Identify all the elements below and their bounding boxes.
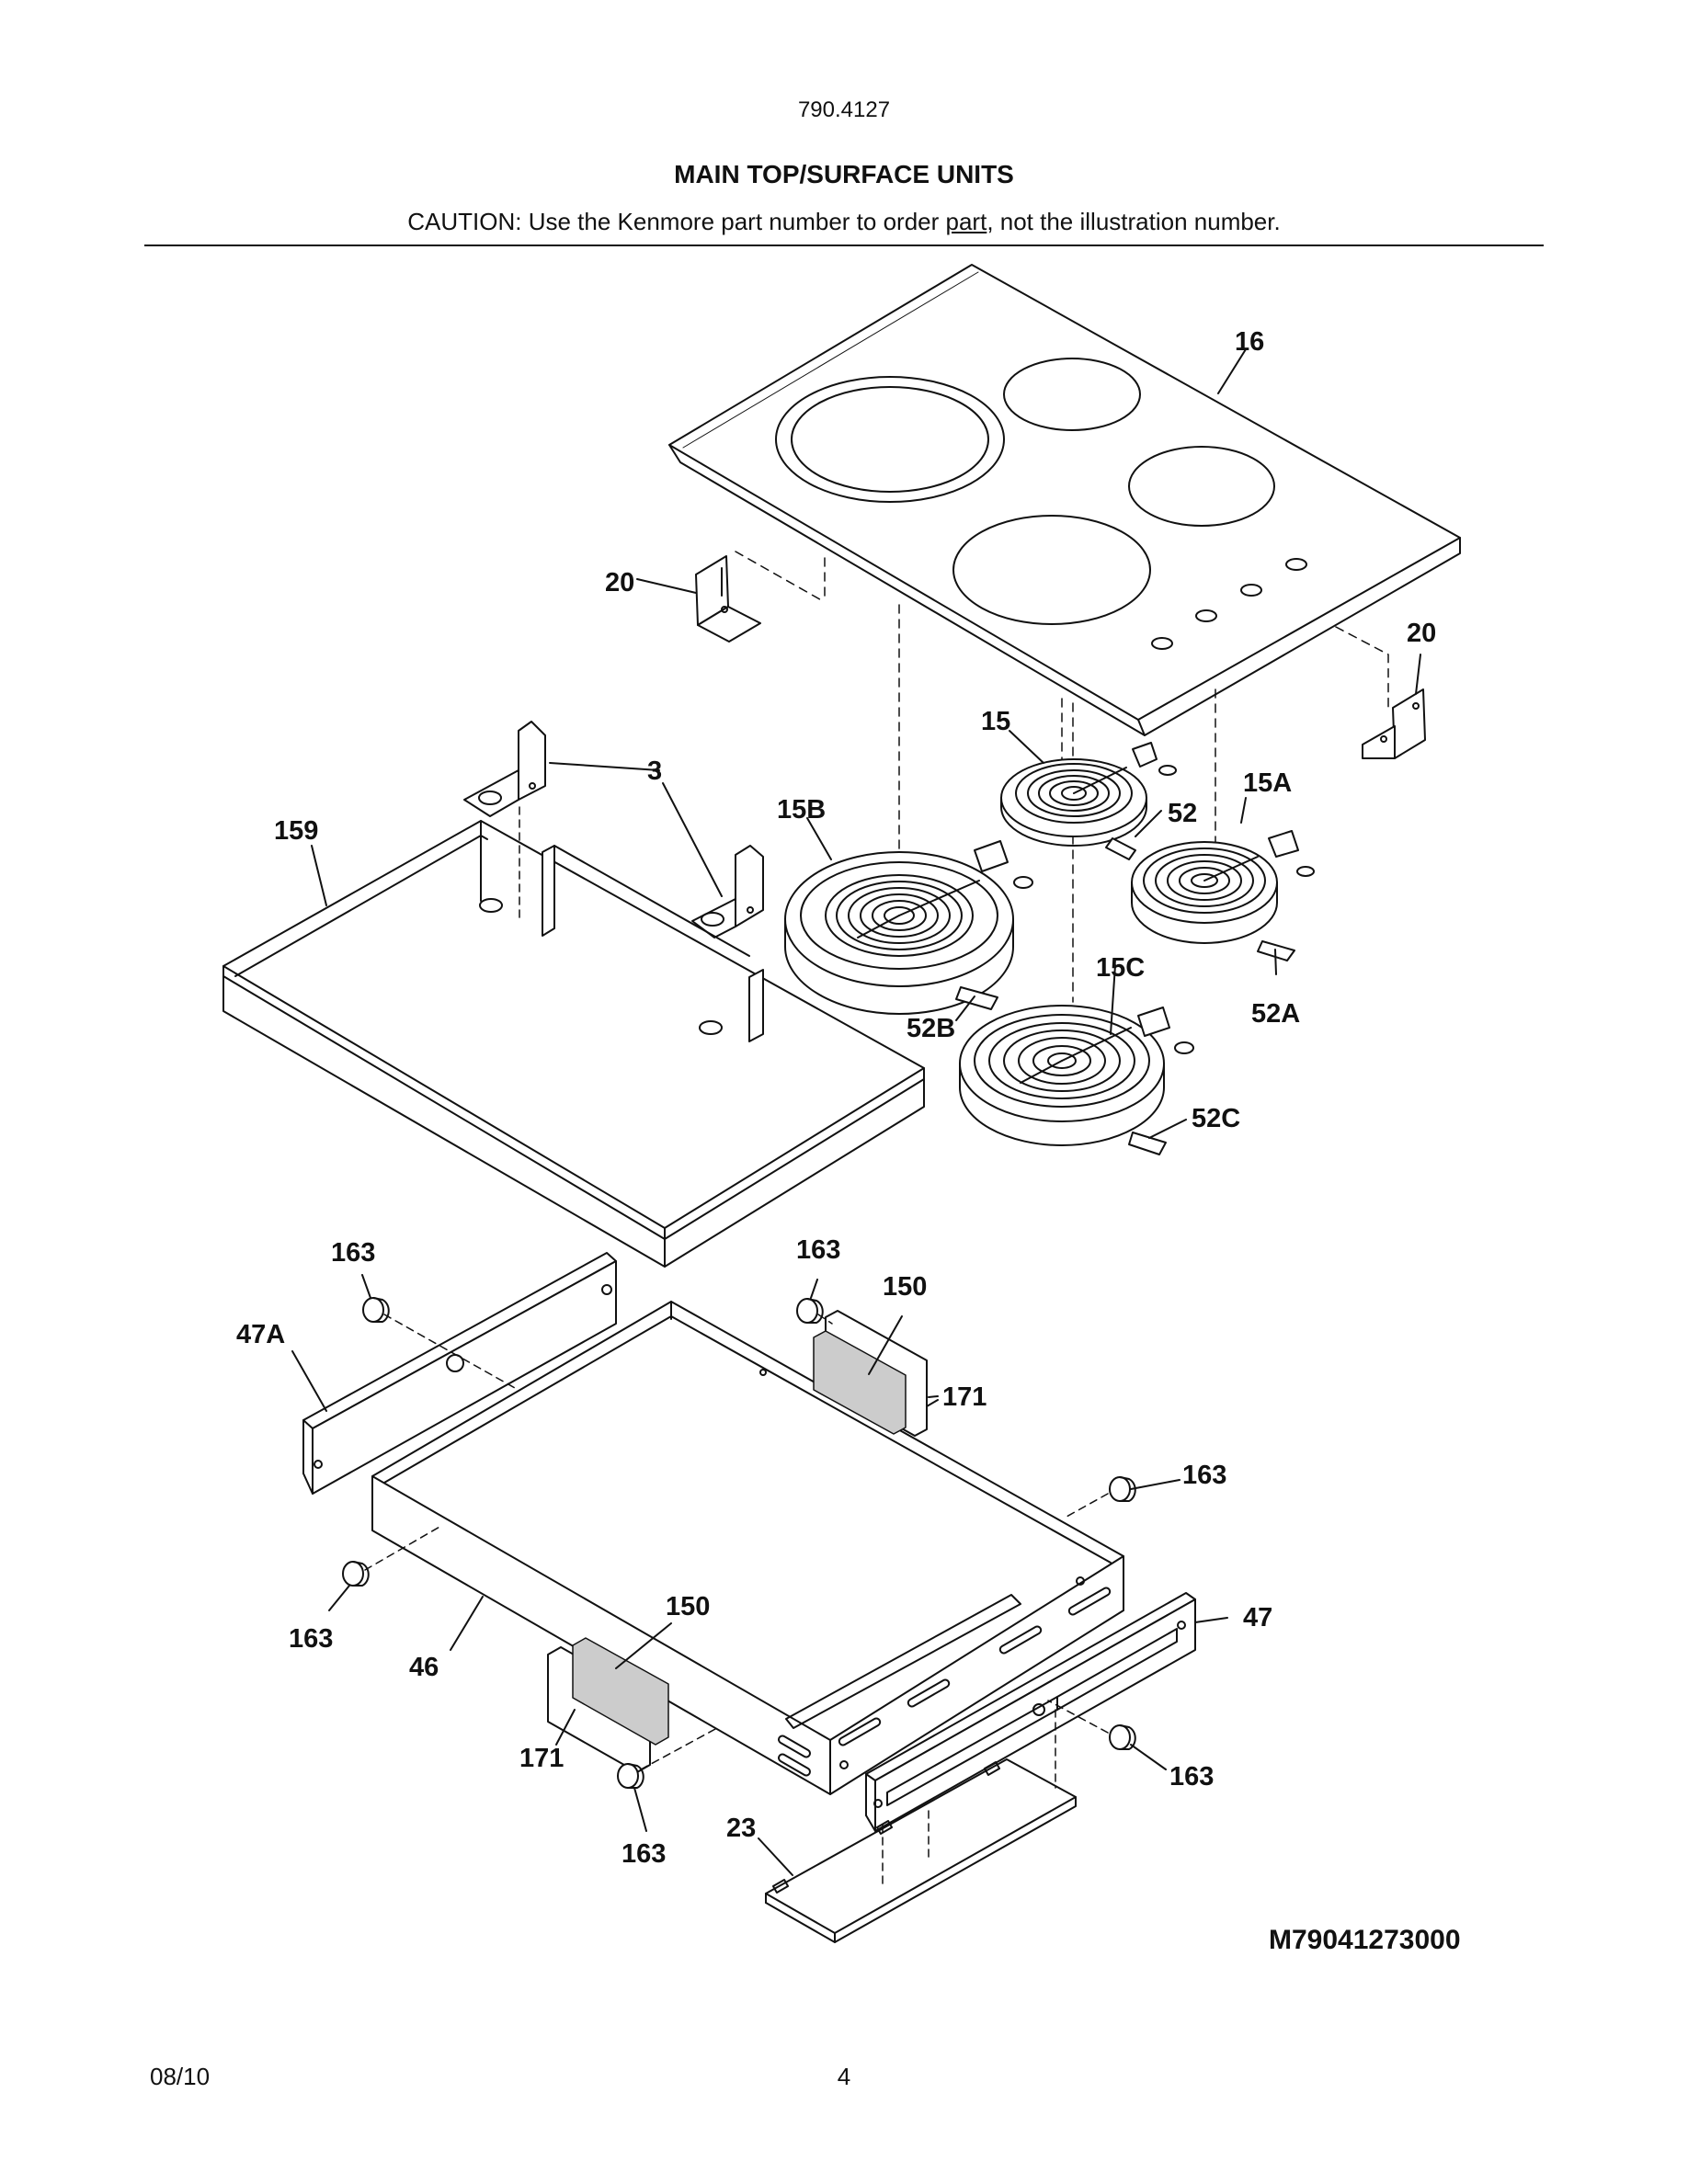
frame-159 [222,806,925,1268]
caution-underlined-word: part [945,208,987,235]
bracket-20-right [1362,688,1426,759]
burner-15 [1000,742,1177,860]
callout-150-lower: 150 [666,1592,710,1621]
callout-171-lower: 171 [519,1744,564,1773]
callout-163-b: 163 [796,1235,840,1265]
foot-163-f [617,1763,644,1789]
callout-52A: 52A [1251,999,1300,1029]
callout-163-f: 163 [622,1839,666,1869]
cooktop-glass-top [668,264,1461,736]
callout-52C: 52C [1192,1104,1240,1133]
callout-20-right: 20 [1407,619,1436,648]
callout-16: 16 [1235,327,1264,357]
burner-15C [959,1005,1194,1155]
rail-47A [302,1252,617,1495]
model-number: 790.4127 [797,97,891,122]
header-rule [144,245,1544,246]
callout-150-upper: 150 [883,1272,927,1302]
callout-171-upper: 171 [942,1382,987,1412]
assembly-guide-lines [720,551,1389,1003]
caution-text-end: , not the illustration number. [987,208,1281,235]
callout-47A: 47A [236,1320,285,1349]
callout-15: 15 [981,707,1010,736]
callout-3: 3 [647,756,662,786]
revision-date: 08/10 [150,2063,211,2090]
callout-163-a: 163 [331,1238,375,1268]
callout-15A: 15A [1243,768,1292,798]
foot-163-group [342,1297,1136,1789]
foot-163-a [362,1297,390,1323]
rail-47 [865,1592,1196,1832]
callout-47: 47 [1243,1603,1272,1632]
page-title: MAIN TOP/SURFACE UNITS [674,160,1014,188]
foot-163-b [796,1298,824,1324]
feet-guide-lines [364,1314,1109,1885]
callout-163-d: 163 [289,1624,333,1654]
callout-159: 159 [274,816,318,846]
callout-52B: 52B [907,1014,955,1043]
callout-20-left: 20 [605,568,634,597]
burner-15A [1131,830,1315,961]
burner-15B [784,840,1033,1015]
foot-163-d [342,1561,370,1587]
callout-23: 23 [726,1814,756,1843]
callout-leaders [291,348,1421,1876]
callout-46: 46 [409,1653,439,1682]
drawing-number: M79041273000 [1269,1925,1461,1955]
callout-163-e: 163 [1169,1762,1214,1792]
callout-52: 52 [1168,799,1197,828]
base-tray-46 [371,1301,1124,1795]
panel-150-171-upper [813,1310,939,1437]
callout-15C: 15C [1096,953,1145,983]
callout-labels: 16 20 20 15 15A 52 3 159 15B 52B 15C 52A… [236,327,1436,1869]
cover-plate-23 [765,1758,1077,1943]
bracket-20-left [695,555,761,643]
callout-15B: 15B [777,795,826,825]
caution-text-start: CAUTION: Use the Kenmore part number to … [407,208,946,235]
bracket-3-center [691,845,764,938]
foot-163-e [1109,1724,1136,1750]
callout-163-c: 163 [1182,1461,1226,1490]
bracket-3-left [463,721,546,817]
caution-note: CAUTION: Use the Kenmore part number to … [0,208,1688,236]
page-number: 4 [837,2063,851,2090]
panel-150-171-lower [547,1637,669,1773]
